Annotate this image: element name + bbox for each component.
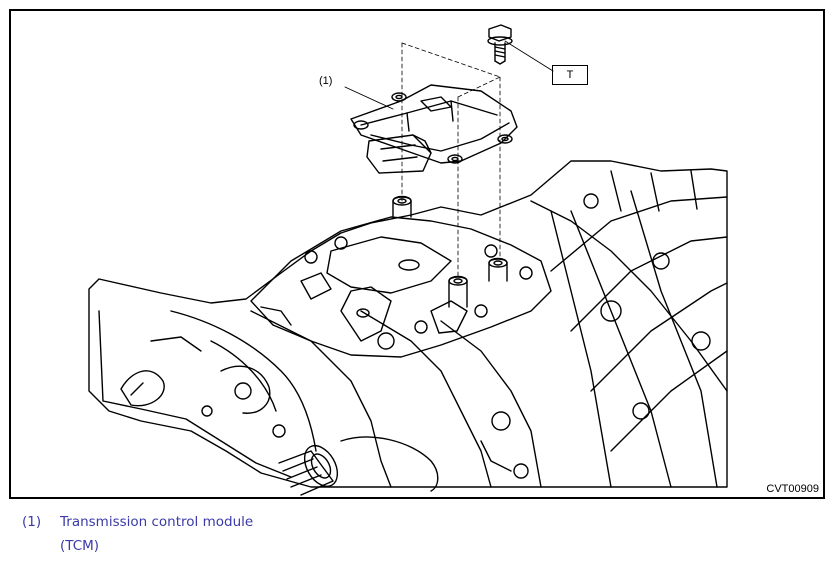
legend: (1) Transmission control module (TCM) xyxy=(22,510,253,558)
mounting-boss-front xyxy=(448,275,468,308)
legend-item-text: Transmission control module xyxy=(60,514,254,530)
output-shaft xyxy=(278,445,339,496)
legend-item-text-line2: (TCM) xyxy=(60,538,100,554)
alignment-lines xyxy=(401,42,501,280)
tcm-connector xyxy=(366,134,432,174)
mounting-boss-right xyxy=(488,257,508,282)
legend-item-number: (1) xyxy=(22,514,42,530)
legend-item: (1) Transmission control module xyxy=(22,510,253,534)
transmission-line-art xyxy=(88,24,728,496)
tcm-module xyxy=(350,84,518,174)
legend-item-continuation: (TCM) xyxy=(22,534,253,558)
transmission-case xyxy=(88,160,728,496)
diagram-frame: (1) T CVT00909 xyxy=(9,9,825,499)
valve-body xyxy=(250,216,552,358)
figure-code: CVT00909 xyxy=(766,483,819,495)
bolt xyxy=(487,24,513,65)
callout-1-label: (1) xyxy=(319,75,333,87)
torque-marker-box: T xyxy=(552,65,588,85)
leader-lines xyxy=(344,40,554,110)
